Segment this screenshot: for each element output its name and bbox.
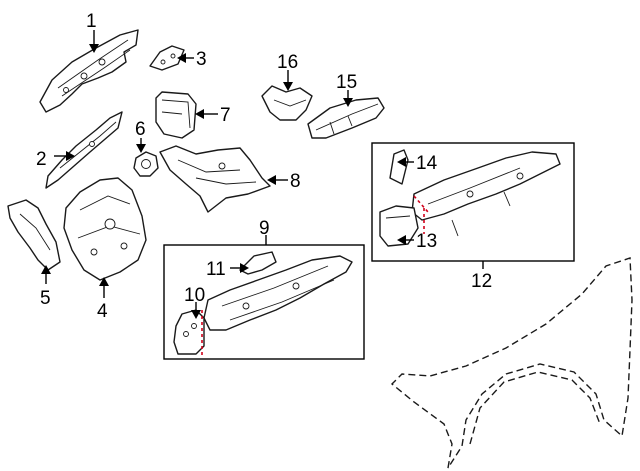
- callout-5: 5: [40, 288, 51, 309]
- callout-16: 16: [277, 52, 298, 73]
- callout-8: 8: [290, 171, 301, 192]
- callout-10: 10: [184, 285, 205, 306]
- part-13-rail-extension: [379, 205, 419, 247]
- leaders: [41, 30, 484, 319]
- part-14-bracket: [389, 149, 409, 185]
- part-15-reinforcement: [307, 97, 385, 139]
- callout-13: 13: [416, 231, 437, 252]
- callout-2: 2: [36, 149, 47, 170]
- callout-14: 14: [416, 153, 438, 174]
- part-4-wheelhouse: [63, 177, 147, 281]
- group-12-box: [371, 142, 575, 262]
- part-3-bracket: [149, 45, 185, 71]
- part-7-bracket: [155, 91, 197, 139]
- part-5-side-panel: [7, 199, 61, 271]
- callout-11: 11: [206, 259, 226, 280]
- part-12-front-rail: [411, 151, 561, 237]
- callout-1: 1: [86, 11, 97, 32]
- callout-3: 3: [196, 49, 207, 70]
- part-6-mount: [133, 151, 159, 177]
- part-11-bracket: [239, 251, 277, 275]
- callout-9: 9: [259, 218, 270, 239]
- part-10-rail-extension: [173, 309, 205, 355]
- callout-15: 15: [336, 72, 357, 93]
- callout-6: 6: [135, 119, 146, 140]
- part-2-lower-apron: [45, 111, 123, 189]
- callout-4: 4: [97, 301, 108, 322]
- part-1-upper-apron: [39, 29, 139, 113]
- fender-outline: [390, 257, 633, 469]
- group-9-box: [163, 244, 365, 360]
- part-16-bracket: [261, 85, 313, 121]
- callout-7: 7: [220, 105, 231, 126]
- part-9-front-rail: [203, 255, 353, 331]
- callout-12: 12: [471, 271, 492, 292]
- part-8-strut-panel: [159, 145, 271, 213]
